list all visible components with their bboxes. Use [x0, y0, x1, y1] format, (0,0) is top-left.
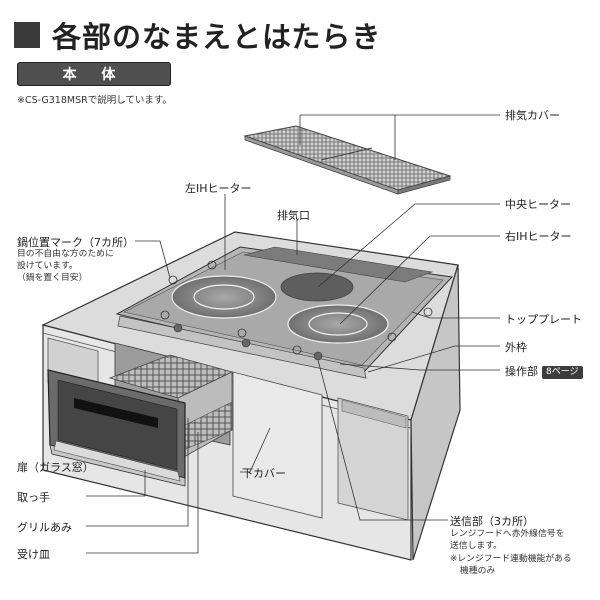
model-note: ※CS-G318MSRで説明しています。	[17, 95, 172, 106]
label-handle: 取っ手	[17, 491, 50, 504]
exhaust-cover	[243, 125, 452, 195]
top-plate-shape	[115, 246, 454, 379]
section-badge: 本 体	[17, 62, 171, 86]
label-left-ih: 左IHヒーター	[185, 182, 252, 195]
title-marker	[14, 22, 40, 48]
pot-mark-desc-2: 設けています。	[17, 261, 78, 271]
label-transmitter: 送信部（3カ所）	[450, 515, 534, 528]
label-pot-mark: 鍋位置マーク（7カ所）	[17, 236, 134, 249]
label-tray: 受け皿	[17, 548, 50, 561]
grill-drawer	[47, 354, 234, 487]
transmitter-desc-1: レンジフードへ赤外線信号を	[450, 529, 565, 539]
label-exhaust-port: 排気口	[277, 209, 310, 222]
pot-mark-desc-3: （鍋を置く目安）	[17, 273, 88, 283]
label-top-plate: トッププレート	[505, 313, 582, 326]
page-ref-badge: 8ページ	[542, 366, 583, 379]
label-right-ih: 右IHヒーター	[505, 230, 572, 243]
label-door: 扉（ガラス窓）	[17, 461, 94, 474]
label-grill-net: グリルあみ	[17, 521, 72, 534]
label-control-panel: 操作部 8ページ	[505, 363, 583, 379]
label-exhaust-cover: 排気カバー	[505, 109, 560, 122]
pot-mark-desc-1: 目の不自由な方のために	[17, 249, 114, 259]
leader-lines	[86, 114, 500, 554]
transmitter-desc-2: 送信します。	[450, 541, 502, 551]
page-title: 各部のなまえとはたらき	[14, 14, 381, 56]
title-text: 各部のなまえとはたらき	[52, 20, 382, 54]
control-panel-text: 操作部	[505, 365, 538, 378]
label-center-heater: 中央ヒーター	[505, 198, 571, 211]
transmitter-desc-4: 機種のみ	[460, 566, 496, 576]
label-lower-cover: 下カバー	[242, 467, 286, 480]
label-outer-frame: 外枠	[505, 341, 527, 354]
transmitter-desc-3: ※レンジフード連動機能がある	[450, 554, 572, 564]
